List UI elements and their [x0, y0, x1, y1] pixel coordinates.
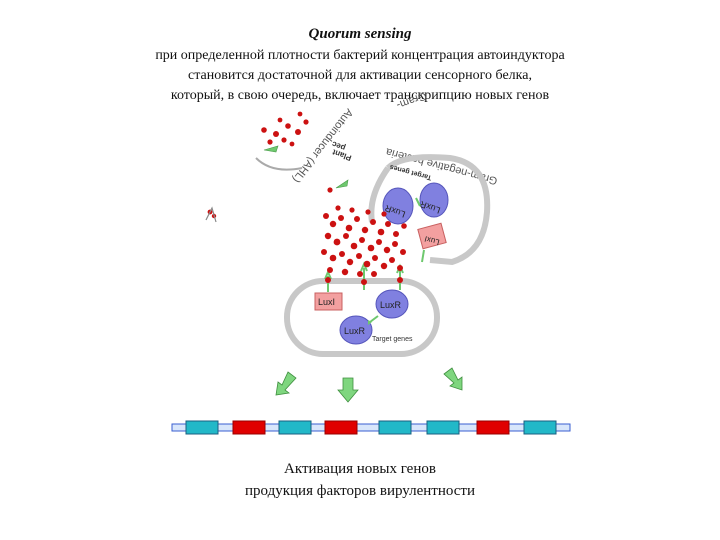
footer-caption: Активация новых генов продукция факторов… — [0, 458, 720, 502]
top-luxi-label: LuxI — [424, 234, 441, 247]
description-line-2: становится достаточной для активации сен… — [188, 68, 532, 83]
page-title: Quorum sensing — [308, 26, 412, 42]
bottom-luxi-box — [314, 292, 343, 311]
top-luxr-protein-2 — [419, 182, 449, 218]
fragment-mark — [205, 206, 217, 223]
gene-7 — [476, 420, 510, 435]
top-cell: LuxR LuxR LuxI Target genes — [368, 154, 491, 266]
activation-arrow-left — [275, 371, 297, 396]
footer-line-2: продукция факторов вирулентности — [245, 483, 475, 499]
activation-arrow-center — [337, 377, 359, 403]
activation-arrow-right — [443, 367, 463, 391]
gene-1 — [185, 420, 219, 435]
bottom-luxr-protein-2 — [339, 315, 373, 345]
bottom-luxr-label-1: LuxR — [380, 300, 402, 310]
gene-6 — [426, 420, 460, 435]
dna-strand — [171, 420, 571, 435]
description: при определенной плотности бактерий конц… — [0, 46, 720, 106]
top-luxi-box — [417, 222, 447, 250]
activation-arrows — [275, 367, 463, 403]
bottom-cell: LuxI LuxR LuxR Target genes — [284, 278, 440, 357]
description-line-3: который, в свою очередь, включает транск… — [170, 88, 550, 103]
bottom-target-label: Target genes — [372, 336, 413, 343]
gene-4 — [324, 420, 358, 435]
cell-fragment-arc — [255, 157, 303, 171]
bottom-luxr-protein-1 — [375, 289, 409, 319]
footer-line-1: Активация новых генов — [284, 461, 436, 477]
top-luxr-protein-1 — [382, 187, 414, 225]
gram-label: Gram- — [394, 89, 428, 111]
bottom-luxi-label: LuxI — [318, 297, 335, 307]
ahl-molecules — [207, 111, 407, 285]
description-line-1: при определенной плотности бактерий конц… — [155, 48, 565, 63]
gene-5 — [378, 420, 412, 435]
signal-arrows — [263, 145, 425, 292]
bottom-luxr-label-2: LuxR — [344, 326, 366, 336]
gene-2 — [232, 420, 266, 435]
gene-8 — [523, 420, 557, 435]
gene-3 — [278, 420, 312, 435]
